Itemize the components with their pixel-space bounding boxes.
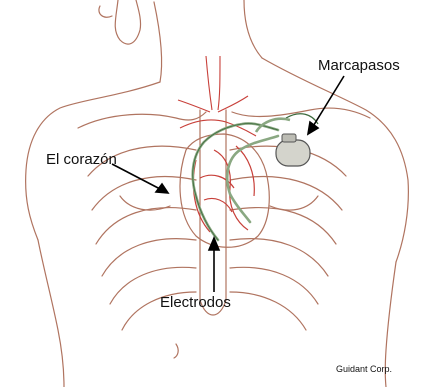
- pacemaker-arrowhead: [308, 122, 318, 134]
- heart-arrowhead: [156, 184, 168, 193]
- credit-label: Guidant Corp.: [336, 364, 392, 374]
- pacemaker-arrow-line: [312, 76, 344, 128]
- heart-label: El corazón: [46, 151, 117, 168]
- leads-label: Electrodos: [160, 294, 231, 311]
- pacemaker-label: Marcapasos: [318, 57, 400, 74]
